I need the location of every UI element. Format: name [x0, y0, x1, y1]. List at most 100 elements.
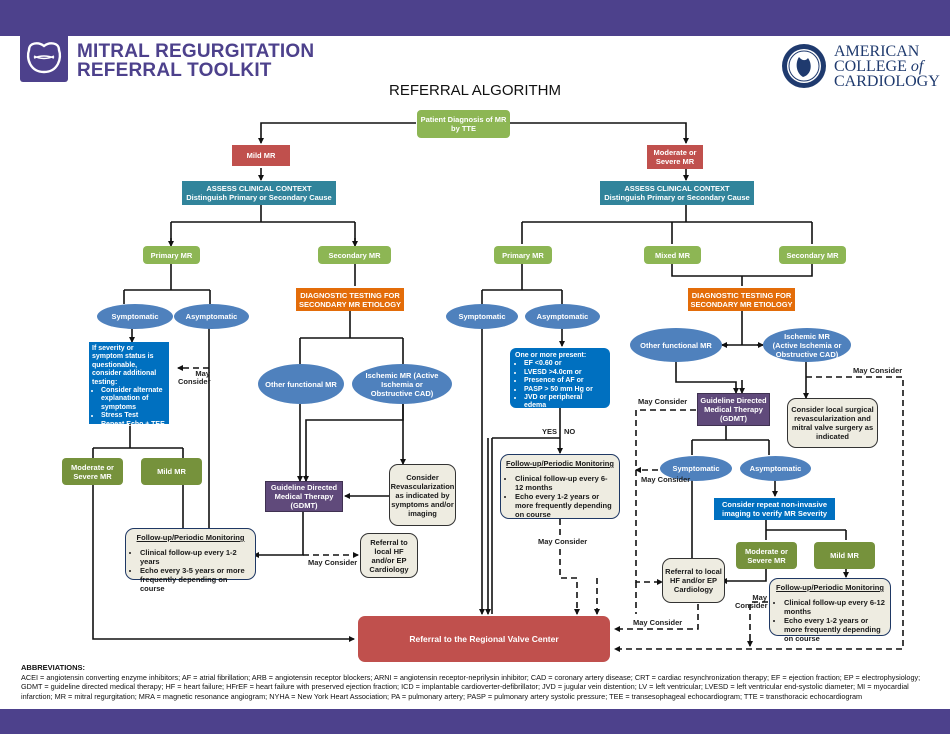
followup-item: Clinical follow-up every 6-12 months [515, 474, 614, 492]
symptomatic-oval-mid[interactable]: Symptomatic [446, 304, 518, 329]
secondary-mr-left[interactable]: Secondary MR [318, 246, 391, 264]
top-banner [0, 0, 950, 36]
assess-context-right[interactable]: ASSESS CLINICAL CONTEXT Distinguish Prim… [600, 181, 754, 205]
mild-mr-left[interactable]: Mild MR [141, 458, 202, 485]
secondary-mr-right[interactable]: Secondary MR [779, 246, 846, 264]
referral-hf-right[interactable]: Referral to local HF and/or EP Cardiolog… [662, 558, 725, 603]
questionable-item: Stress Test [101, 412, 166, 420]
connector [721, 568, 767, 584]
followup-title: Follow-up/Periodic Monitoring [506, 459, 614, 468]
asymptomatic-oval-right[interactable]: Asymptomatic [740, 456, 811, 481]
one-or-more-present-box[interactable]: One or more present: EF <0.60 or LVESD >… [510, 348, 610, 409]
assess-title: ASSESS CLINICAL CONTEXT [206, 184, 312, 193]
questionable-item: Consider alternate explanation of sympto… [101, 387, 166, 412]
may-consider-label: May Consider [638, 397, 688, 406]
assess-context-left[interactable]: ASSESS CLINICAL CONTEXT Distinguish Prim… [182, 181, 336, 205]
questionable-item: Repeat Echo ± TEE [101, 421, 166, 429]
may-consider-label: May Consider [735, 593, 768, 610]
toolkit-title: MITRAL REGURGITATION REFERRAL TOOLKIT [77, 42, 314, 80]
connector [675, 362, 739, 394]
followup-item: Echo every 1-2 years or more frequently … [515, 492, 614, 519]
moderate-severe-mr-node[interactable]: Moderate or Severe MR [647, 145, 703, 169]
acc-seal-icon [782, 44, 826, 88]
yes-label: YES [542, 427, 558, 436]
bottom-banner [0, 709, 950, 734]
connector [258, 122, 416, 144]
acc-wordmark: AMERICAN COLLEGE of CARDIOLOGY [834, 44, 940, 90]
may-consider-label: May Consider [308, 558, 358, 567]
page-title: REFERRAL ALGORITHM [389, 82, 561, 99]
questionable-intro: If severity or symptom status is questio… [92, 345, 157, 386]
ischemic-oval-left[interactable]: Ischemic MR (Active Ischemia or Obstruct… [352, 364, 452, 404]
consider-local-surgical-box[interactable]: Consider local surgical revascularizatio… [787, 398, 878, 448]
followup-item: Clinical follow-up every 1-2 years [140, 548, 250, 566]
criteria-item: PASP > 50 mm Hg or [524, 386, 605, 394]
connector [510, 122, 689, 144]
criteria-item: Presence of AF or [524, 377, 605, 385]
org-line3: CARDIOLOGY [834, 73, 940, 90]
criteria-intro: One or more present: [515, 352, 587, 359]
symptomatic-oval-right[interactable]: Symptomatic [660, 456, 732, 481]
followup-list: Clinical follow-up every 1-2 years Echo … [131, 548, 250, 593]
mitral-valve-logo [20, 36, 68, 82]
other-functional-oval-right[interactable]: Other functional MR [630, 328, 722, 362]
diagnostic-testing-right[interactable]: DIAGNOSTIC TESTING FOR SECONDARY MR ETIO… [688, 288, 795, 311]
gdmt-node-left[interactable]: Guideline Directed Medical Therapy (GDMT… [265, 481, 343, 512]
dashed-connector [749, 601, 768, 645]
connector [671, 264, 813, 286]
mixed-mr-node[interactable]: Mixed MR [644, 246, 701, 264]
gdmt-node-right[interactable]: Guideline Directed Medical Therapy (GDMT… [697, 393, 770, 426]
questionable-testing-box[interactable]: If severity or symptom status is questio… [89, 342, 169, 428]
regional-valve-center-node[interactable]: Referral to the Regional Valve Center [358, 616, 610, 662]
followup-box-left[interactable]: Follow-up/Periodic Monitoring Clinical f… [125, 528, 256, 593]
org-line2: COLLEGE [834, 58, 911, 75]
connector [521, 205, 813, 244]
dashed-connector [614, 376, 904, 652]
criteria-item: EF <0.60 or [524, 360, 605, 368]
connector [170, 205, 356, 244]
other-functional-oval-left[interactable]: Other functional MR [258, 364, 344, 404]
followup-box-mid[interactable]: Follow-up/Periodic Monitoring Clinical f… [500, 454, 620, 519]
primary-mr-left[interactable]: Primary MR [143, 246, 200, 264]
referral-hf-left[interactable]: Referral to local HF and/or EP Cardiolog… [360, 533, 418, 578]
consider-revascularization-box[interactable]: Consider Revascularization as indicated … [389, 464, 456, 526]
primary-mr-right[interactable]: Primary MR [494, 246, 552, 264]
assess-title: ASSESS CLINICAL CONTEXT [624, 184, 730, 193]
followup-title: Follow-up/Periodic Monitoring [776, 583, 884, 592]
diagnostic-testing-left[interactable]: DIAGNOSTIC TESTING FOR SECONDARY MR ETIO… [296, 288, 404, 311]
connector [722, 311, 763, 346]
no-label: NO [564, 427, 576, 436]
criteria-item: LVESD >4.0cm or [524, 369, 605, 377]
asymptomatic-oval-left[interactable]: Asymptomatic [174, 304, 249, 329]
abbreviations-heading: ABBREVIATIONS: [21, 663, 86, 672]
followup-item: Echo every 1-2 years or more frequently … [784, 616, 885, 643]
may-consider-label: May Consider [538, 537, 588, 546]
questionable-list: Consider alternate explanation of sympto… [92, 387, 166, 429]
may-consider-label: May Consider [178, 369, 211, 386]
connector [765, 520, 847, 540]
org-line2-italic: of [910, 58, 924, 75]
followup-item: Echo every 3-5 years or more frequently … [140, 566, 250, 593]
asymptomatic-oval-mid[interactable]: Asymptomatic [525, 304, 600, 329]
connector [481, 264, 563, 304]
ischemic-oval-right[interactable]: Ischemic MR (Active Ischemia or Obstruct… [763, 328, 851, 362]
followup-box-right[interactable]: Follow-up/Periodic Monitoring Clinical f… [769, 578, 891, 643]
dashed-connector [635, 409, 696, 585]
mitral-valve-icon [26, 42, 62, 74]
connector [253, 511, 304, 558]
may-consider-label: May Consider [641, 475, 691, 484]
mild-mr-node[interactable]: Mild MR [232, 145, 290, 166]
moderate-severe-mr-left[interactable]: Moderate or Severe MR [62, 458, 123, 485]
symptomatic-oval-left[interactable]: Symptomatic [97, 304, 173, 329]
connector [92, 484, 355, 642]
mild-mr-right[interactable]: Mild MR [814, 542, 875, 569]
abbreviations-section: ABBREVIATIONS: ACEI = angiotensin conver… [21, 663, 936, 701]
toolkit-title-line2: REFERRAL TOOLKIT [77, 60, 272, 81]
assess-subtitle: Distinguish Primary or Secondary Cause [604, 193, 750, 202]
moderate-severe-mr-right[interactable]: Moderate or Severe MR [736, 542, 797, 569]
followup-list: Clinical follow-up every 6-12 months Ech… [506, 474, 614, 519]
consider-repeat-imaging-box[interactable]: Consider repeat non-invasive imaging to … [714, 498, 835, 520]
may-consider-label: May Consider [633, 618, 683, 627]
followup-list: Clinical follow-up every 6-12 months Ech… [775, 598, 885, 643]
patient-diagnosis-node[interactable]: Patient Diagnosis of MR by TTE [417, 110, 510, 138]
